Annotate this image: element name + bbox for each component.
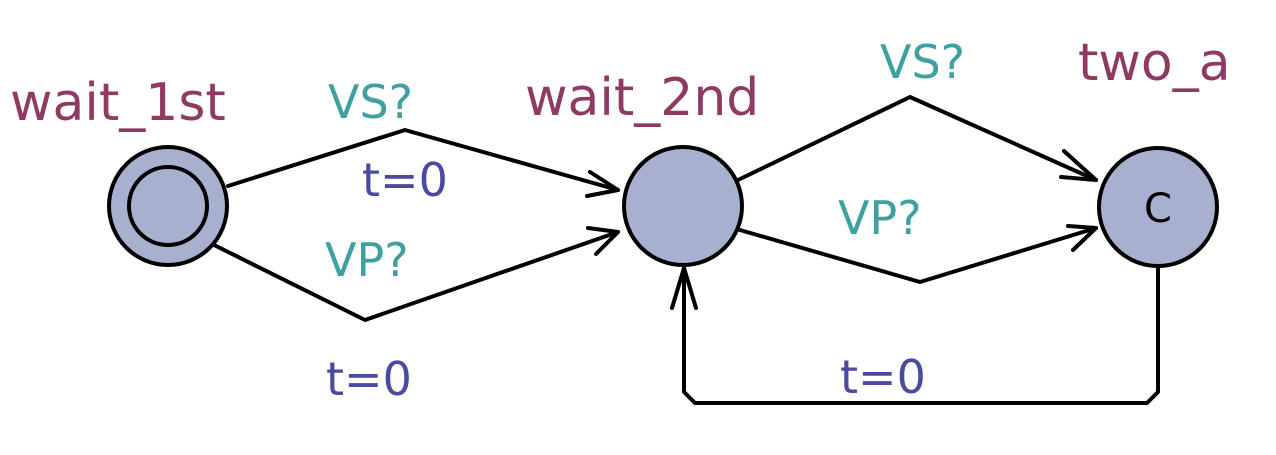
update-label-e1: t=0	[362, 153, 448, 207]
location-name-wait-2nd: wait_2nd	[525, 68, 759, 128]
edge-wait1st-to-wait2nd-vs[interactable]	[226, 128, 620, 198]
location-fill-wait-2nd	[622, 145, 744, 267]
location-wait-2nd[interactable]	[622, 145, 744, 267]
committed-mark: C	[1144, 186, 1172, 232]
location-fill-wait-1st	[107, 145, 229, 267]
edge-wait2nd-to-twoa-vs[interactable]	[736, 95, 1098, 182]
location-two-a[interactable]: C	[1097, 146, 1219, 268]
location-wait-1st[interactable]	[107, 145, 229, 267]
edge-wait1st-to-wait2nd-vp[interactable]	[198, 226, 620, 322]
location-fill-two-a	[1097, 146, 1219, 268]
location-name-wait-1st: wait_1st	[10, 73, 226, 133]
initial-marker	[127, 165, 209, 247]
update-label-e2: t=0	[326, 352, 412, 406]
sync-label-e2: VP?	[325, 233, 409, 287]
arrowhead	[1059, 149, 1098, 182]
edge-wait2nd-to-twoa-vp[interactable]	[738, 224, 1098, 284]
sync-label-e4: VP?	[838, 191, 922, 245]
arrowhead	[585, 170, 620, 198]
location-name-two-a: two_a	[1078, 33, 1231, 93]
sync-label-e1: VS?	[328, 75, 413, 129]
sync-label-e3: VS?	[880, 35, 965, 89]
arrowhead	[670, 266, 698, 310]
update-label-e5: t=0	[840, 350, 926, 404]
edge-twoa-to-wait2nd-loop[interactable]	[670, 266, 1160, 405]
arrowhead	[586, 226, 620, 256]
arrowhead	[1066, 224, 1098, 252]
